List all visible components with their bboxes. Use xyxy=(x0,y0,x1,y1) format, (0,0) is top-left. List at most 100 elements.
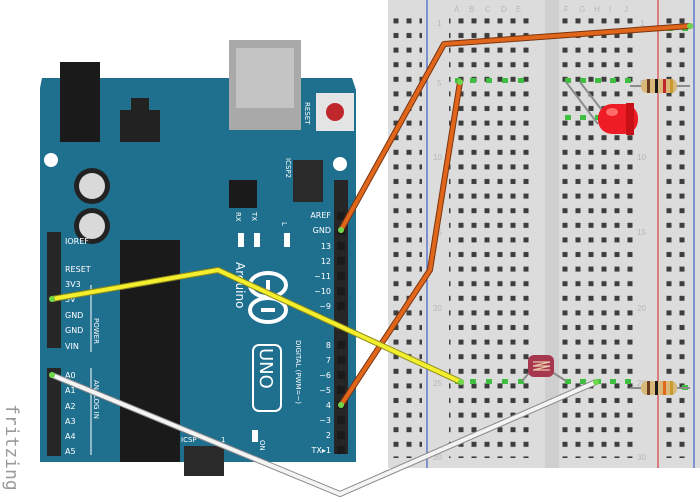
analog-pin-labels: A0 A1 A2 A3 A4 A5 xyxy=(65,371,76,456)
col-letter-h: H xyxy=(594,5,600,14)
col-letter-f: F xyxy=(564,5,569,14)
pin-label-7: 7 xyxy=(326,356,331,365)
pin-label-2: 2 xyxy=(326,431,331,440)
atmega-microcontroller xyxy=(120,240,180,462)
pin-label-8: 8 xyxy=(326,341,331,350)
col-letter-j: J xyxy=(624,5,628,14)
col-letter-c: C xyxy=(485,5,491,14)
col-letter-d: D xyxy=(501,5,507,14)
pin-label-a1: A1 xyxy=(65,386,76,395)
row-num-right-30: 30 xyxy=(637,453,646,462)
pin-label-3: ~3 xyxy=(319,416,331,425)
l-label: L xyxy=(280,222,288,226)
resistor-bottom[interactable] xyxy=(641,381,677,395)
pin-label-5: ~5 xyxy=(319,386,331,395)
reset-button-cap[interactable] xyxy=(326,103,344,121)
row-num-left-25: 25 xyxy=(433,379,442,388)
uno-badge xyxy=(252,344,282,412)
on-label: ON xyxy=(258,440,266,451)
wire-orange-pin3[interactable] xyxy=(339,80,462,407)
pin-label-9: ~9 xyxy=(319,302,331,311)
digital-pin-labels: AREF GND 13 12 ~11 ~10 ~9 8 7 ~6 ~5 4 ~3… xyxy=(310,211,331,470)
mounting-hole xyxy=(44,153,58,167)
pin-label-13: 13 xyxy=(321,242,331,251)
pin-label-reset: RESET xyxy=(65,265,91,274)
row-num-left-20: 20 xyxy=(433,304,442,313)
pin-label-4: 4 xyxy=(326,401,331,410)
wire-white-a0[interactable] xyxy=(50,373,598,496)
pin-label-5v: 5V xyxy=(65,295,76,304)
pin-label-aref: AREF xyxy=(310,211,331,220)
rx-led xyxy=(238,233,244,247)
pin-label-vin: VIN xyxy=(65,342,79,351)
row-num-right-20: 20 xyxy=(637,304,646,313)
reset-label: RESET xyxy=(303,102,311,125)
icsp-header xyxy=(184,446,224,476)
row-num-right-25: 25 xyxy=(637,379,646,388)
brand-label: Arduino xyxy=(233,262,247,308)
left-power-rail-holes xyxy=(392,18,422,458)
wire-yellow-5v[interactable] xyxy=(50,268,463,384)
capacitor-top xyxy=(79,213,105,239)
ldr-leg-right xyxy=(551,371,567,382)
col-letter-a: A xyxy=(454,5,460,14)
col-letter-b: B xyxy=(469,5,474,14)
capacitor-top xyxy=(79,173,105,199)
dc-power-jack xyxy=(60,62,100,142)
red-led[interactable] xyxy=(598,103,638,135)
photoresistor[interactable] xyxy=(528,355,554,377)
mounting-hole xyxy=(333,157,347,171)
pin-label-ioref: IOREF xyxy=(65,237,89,246)
digital-label: DIGITAL (PWM=~) xyxy=(294,340,302,404)
rx-label: RX xyxy=(234,212,242,222)
led-leg-anode xyxy=(565,81,599,125)
uno-label: UNO xyxy=(255,348,276,389)
icsp2-header xyxy=(293,160,323,202)
pin-label-a0: A0 xyxy=(65,371,76,380)
pin-label-11: ~11 xyxy=(314,272,331,281)
on-led xyxy=(252,430,258,442)
tx-label: TX xyxy=(250,211,258,221)
power-pin-labels: IOREF RESET 3V3 5V GND GND VIN xyxy=(65,237,91,351)
icsp-pin1-label: 1 xyxy=(221,436,225,444)
icsp-label: ICSP xyxy=(181,436,197,444)
pin-label-gnd-d: GND xyxy=(313,226,331,235)
wire-endpoints xyxy=(49,23,693,408)
breadboard-center-channel xyxy=(545,0,559,468)
usb-chip xyxy=(229,180,257,208)
arduino-uno-board: RESET ICSP2 RX TX L Arduino UNO ICSP 1 O… xyxy=(40,40,356,479)
wire-orange-gnd[interactable] xyxy=(339,24,692,232)
pin-label-a5: A5 xyxy=(65,447,76,456)
row-num-right-10: 10 xyxy=(637,153,646,162)
power-header xyxy=(47,232,61,348)
usb-port-inner xyxy=(236,48,294,108)
row-num-right-15: 15 xyxy=(637,228,646,237)
voltage-regulator xyxy=(120,110,160,142)
pin-label-gnd: GND xyxy=(65,311,83,320)
tx-led xyxy=(254,233,260,247)
pin-label-tx1: TX▸1 xyxy=(311,446,331,455)
resistor-top[interactable] xyxy=(641,79,677,93)
terminal-holes-a-e xyxy=(449,18,531,458)
row-num-right-1: 1 xyxy=(640,19,645,28)
pin-label-a4: A4 xyxy=(65,432,76,441)
row-num-left-5: 5 xyxy=(437,79,442,88)
row-num-left-10: 10 xyxy=(433,153,442,162)
regulator-tab xyxy=(131,98,149,112)
col-letter-e: E xyxy=(516,5,521,14)
pin-label-gnd-2: GND xyxy=(65,326,83,335)
pin-label-6: ~6 xyxy=(319,371,331,380)
icsp2-label: ICSP2 xyxy=(284,158,292,178)
pin-label-3v3: 3V3 xyxy=(65,280,81,289)
l-led xyxy=(284,233,290,247)
pin-label-rx0: RX◂0 xyxy=(311,461,331,470)
pin-label-12: 12 xyxy=(321,257,331,266)
power-label: POWER xyxy=(92,318,100,344)
row-num-left-30: 30 xyxy=(433,453,442,462)
col-letter-i: I xyxy=(609,5,611,14)
analog-header xyxy=(47,368,61,456)
pin-label-a3: A3 xyxy=(65,417,76,426)
fritzing-watermark: fritzing xyxy=(1,404,22,491)
pin-label-10: ~10 xyxy=(314,287,331,296)
